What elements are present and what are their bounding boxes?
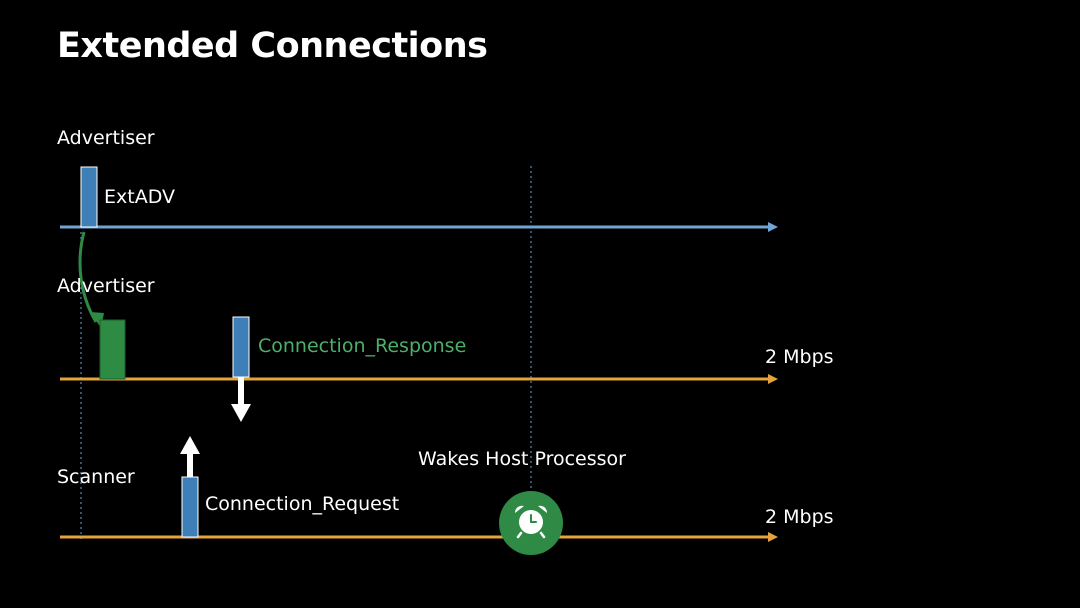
- response-down-arrow-shaft: [238, 377, 244, 405]
- speed-label-advertiser: 2 Mbps: [765, 346, 834, 368]
- request-up-arrow-head: [180, 436, 200, 454]
- packet-label-extadv: ExtADV: [104, 186, 175, 208]
- connection-response-packet: [232, 316, 250, 378]
- row-label-advertiser-mid: Advertiser: [57, 275, 155, 297]
- packet-label-connection-request: Connection_Request: [205, 493, 400, 515]
- response-down-arrow-head: [231, 404, 251, 422]
- event-label-wake: Wakes Host Processor: [418, 448, 626, 470]
- connection-request-packet: [181, 476, 199, 538]
- row-label-advertiser-top: Advertiser: [57, 127, 155, 149]
- row-label-scanner: Scanner: [57, 466, 135, 488]
- green-packet: [99, 319, 126, 380]
- request-up-arrow-shaft: [187, 453, 193, 477]
- slide-title: Extended Connections: [57, 26, 488, 66]
- speed-label-scanner: 2 Mbps: [765, 506, 834, 528]
- alarm-clock-icon: [499, 491, 563, 555]
- extadv-packet: [80, 166, 98, 228]
- packet-label-connection-response: Connection_Response: [258, 335, 467, 357]
